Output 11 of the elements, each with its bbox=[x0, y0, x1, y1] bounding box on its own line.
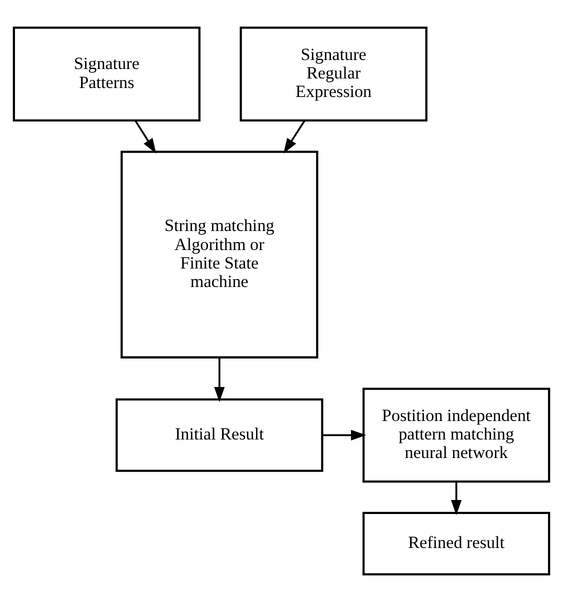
arrow bbox=[283, 120, 306, 154]
arrow bbox=[214, 358, 225, 402]
node-box: String matching Algorithm or Finite State machine bbox=[120, 150, 318, 358]
node-box: Initial Result bbox=[116, 398, 324, 472]
node-box: Postition independent pattern matching neural network bbox=[362, 388, 550, 483]
arrow bbox=[134, 120, 156, 154]
arrow bbox=[451, 482, 462, 516]
node-box: Signature Patterns bbox=[12, 26, 200, 122]
node-box: Refined result bbox=[362, 512, 550, 576]
arrow bbox=[322, 430, 366, 440]
node-box: Signature Regular Expression bbox=[240, 26, 428, 122]
